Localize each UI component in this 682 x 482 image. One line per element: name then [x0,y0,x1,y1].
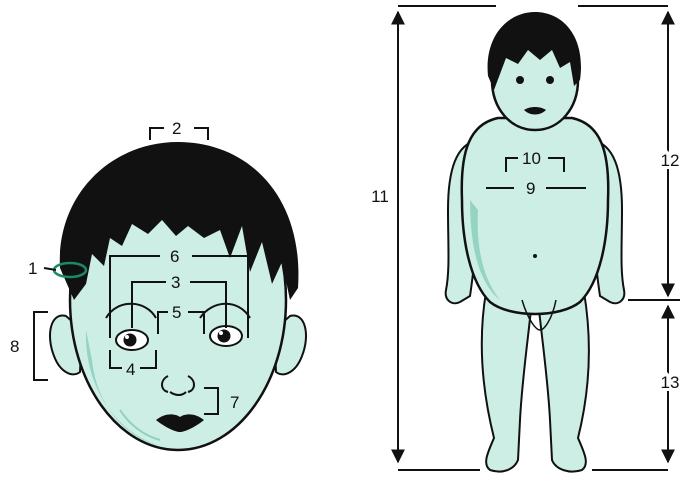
label-6: 6 [170,247,179,266]
label-10: 10 [522,149,541,168]
bracket-8 [34,312,48,380]
label-12: 12 [661,151,680,170]
infant-body-illustration [446,12,625,472]
label-2: 2 [172,119,181,138]
body-right-eye [546,76,554,84]
label-4: 4 [126,360,135,379]
label-11: 11 [371,187,389,206]
right-pupil [218,330,231,343]
left-eye-glint [125,335,129,339]
left-pupil [124,334,137,347]
navel [533,254,537,258]
label-5: 5 [172,303,181,322]
torso [462,118,608,314]
label-9: 9 [526,179,535,198]
label-1: 1 [28,259,37,278]
body-left-eye [516,76,524,84]
label-13: 13 [661,373,680,392]
label-3: 3 [171,273,180,292]
infant-head-illustration [50,142,306,450]
right-leg [538,292,589,472]
label-8: 8 [10,337,19,356]
left-leg [482,292,532,472]
right-eye-glint [219,331,223,335]
label-7: 7 [230,393,239,412]
